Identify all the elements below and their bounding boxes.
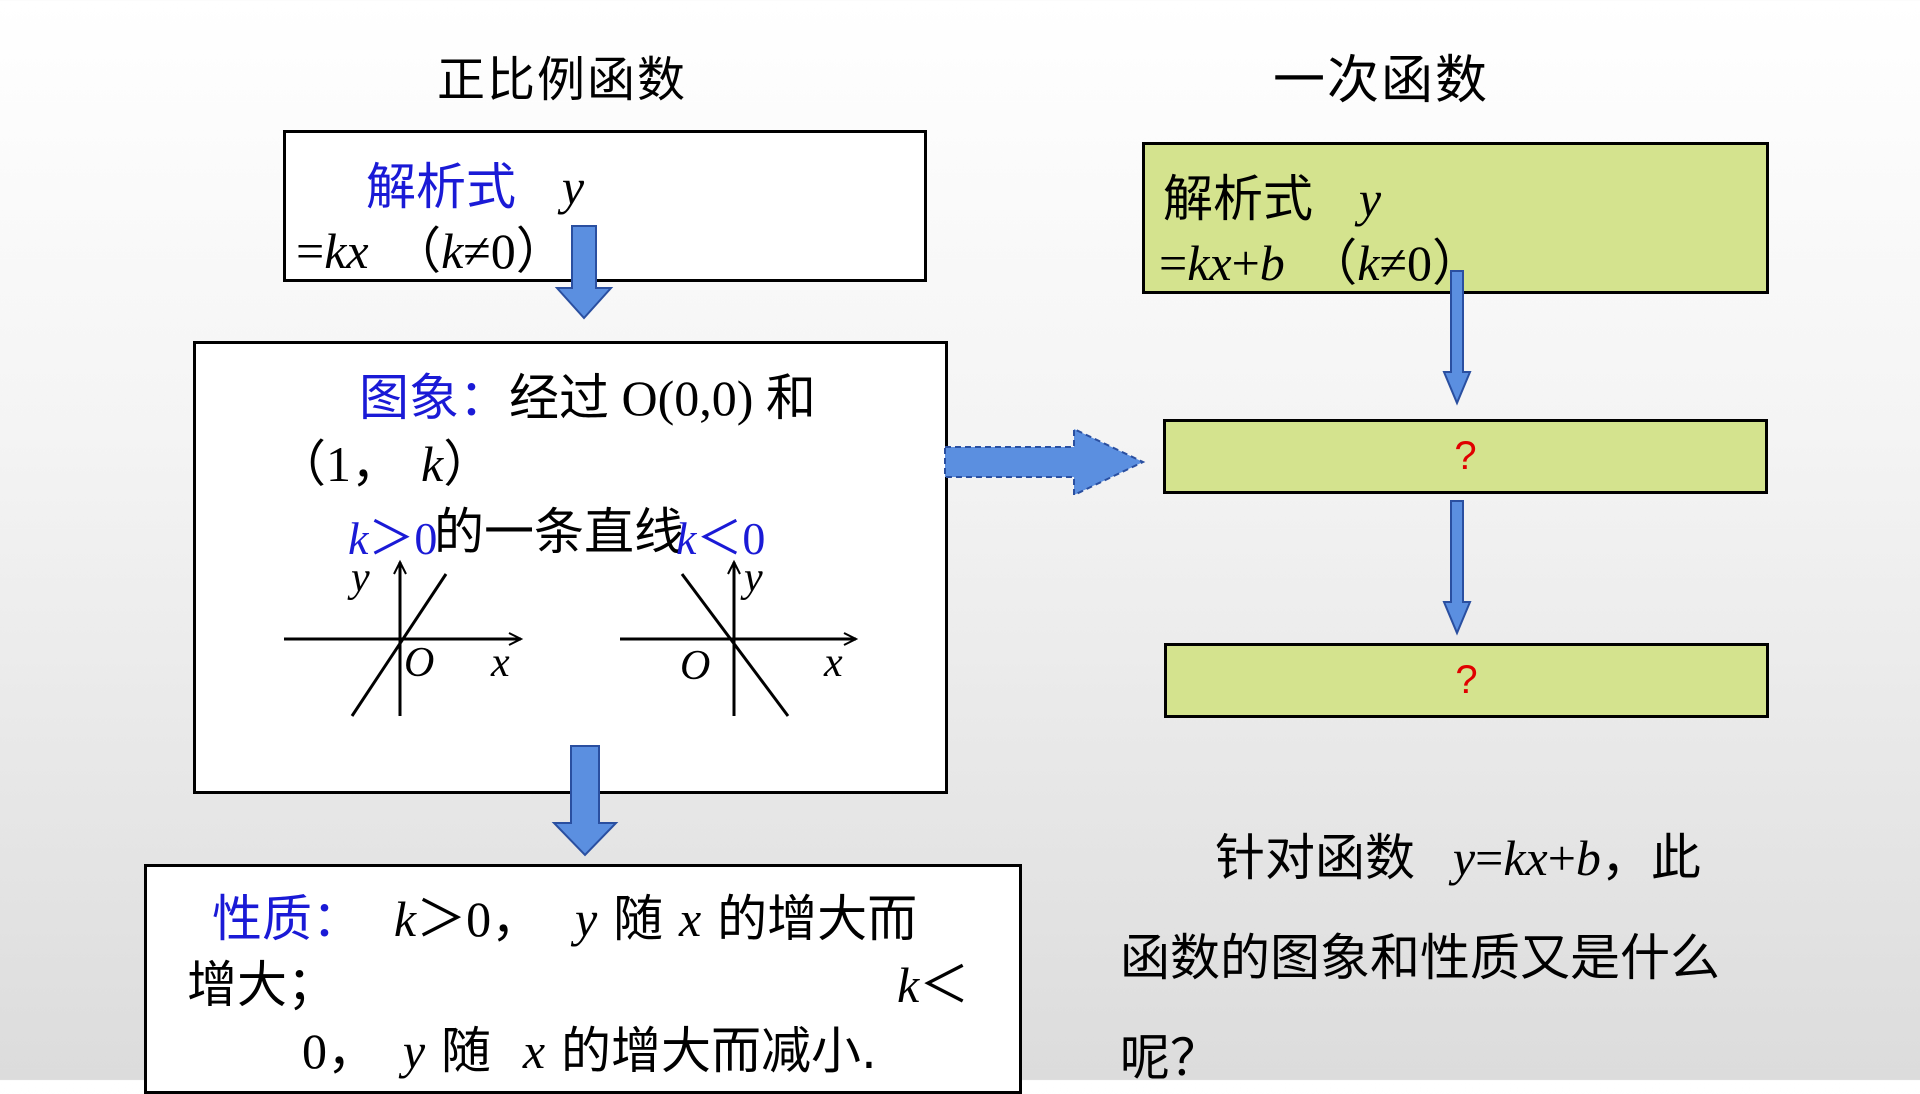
graph1-origin-label: O [404, 640, 435, 686]
right-formula-cond-ne: ≠0 [1379, 235, 1432, 291]
arrow-right-formula-to-graph [1442, 270, 1472, 406]
graph1-y-label: y [351, 555, 370, 601]
formula-var-y: y [561, 159, 585, 215]
graph1-x-label: x [491, 640, 510, 686]
question-l1-rest: ，此 [1600, 829, 1701, 887]
prop-l2-cmp: ＜ [919, 957, 970, 1013]
prop-l2-k: k [897, 957, 920, 1013]
graph-point-close: ） [443, 436, 494, 492]
formula-cond-k: k [441, 223, 464, 279]
right-property-box: ? [1164, 643, 1769, 718]
graph2-x-label: x [824, 640, 843, 686]
pos-cmp: ＞0 [368, 513, 438, 564]
arrow-left-to-right [944, 427, 1146, 497]
arrow-right-graph-to-property [1442, 500, 1472, 636]
graph-point-k: k [421, 436, 444, 492]
right-formula-eq: = [1159, 235, 1188, 291]
property-label: 性质： [212, 890, 362, 948]
prop-l1-y: y [575, 891, 598, 947]
prop-l1-rest: 的增大而 [717, 890, 918, 948]
formula-cond-ne: ≠0 [463, 223, 516, 279]
right-formula-b: b [1259, 235, 1285, 291]
right-formula-cond-open: （ [1307, 235, 1358, 291]
question-l1-y: y [1452, 830, 1476, 886]
question-l1-eq: = [1475, 830, 1504, 886]
pos-k: k [348, 513, 369, 564]
right-formula-box: 解析式 y =kx+b （k≠0） [1142, 142, 1769, 294]
question-l3-a: 呢 [1120, 1029, 1170, 1087]
graph2-y-label: y [744, 555, 763, 601]
neg-cmp: ＜0 [696, 513, 766, 564]
formula-kx: kx [324, 223, 369, 279]
question-l3-q: ？ [1170, 1030, 1220, 1086]
prop-l3-rest: 的增大而减小. [561, 1022, 877, 1080]
right-formula-plus: + [1231, 235, 1260, 291]
formula-cond-open: （ [391, 223, 442, 279]
prop-l3-sui: 随 [441, 1022, 492, 1080]
question-l1-a: 针对函数 [1215, 829, 1415, 887]
right-heading: 一次函数 [1273, 51, 1490, 111]
right-formula-label: 解析式 [1163, 170, 1313, 228]
left-property-box: 性质： k＞0， y 随 x 的增大而 增大； k＜ 0， y 随 x 的增大而… [144, 864, 1022, 1094]
prop-l1-k: k [393, 891, 417, 947]
prop-l1-cmp: ＞0， [416, 891, 542, 947]
prop-l3-x: x [522, 1023, 546, 1079]
graph2-origin-label: O [680, 643, 711, 689]
formula-cond-close: ） [515, 223, 566, 279]
prop-l1-x: x [679, 891, 702, 947]
graph-k-negative [620, 559, 859, 717]
graph-point-open: （1， [276, 436, 401, 492]
left-graph-box: 图象：经过 O(0,0) 和 （1，k） 的一条直线 k＞0 k＜0 y O x… [193, 341, 948, 794]
right-formula-cond-k: k [1357, 235, 1380, 291]
right-formula-kx: kx [1187, 235, 1232, 291]
graph-text2: 的一条直线 [434, 503, 684, 561]
prop-l3-y: y [402, 1023, 426, 1079]
right-property-question-mark: ? [1455, 658, 1478, 702]
prop-l3-zero: 0， [302, 1023, 377, 1079]
left-formula-box: 解析式 y =kx （k≠0） [283, 130, 927, 282]
arrow-graph-to-property [551, 745, 619, 857]
graph-text1: 经过 O(0,0) 和 [509, 370, 816, 426]
question-l2: 函数的图象和性质又是什么 [1120, 929, 1720, 987]
prop-l1-sui: 随 [613, 890, 664, 948]
question-l1-kx: kx [1503, 830, 1548, 886]
question-l1-plus: + [1547, 830, 1576, 886]
right-graph-question-mark: ? [1454, 434, 1477, 478]
prop-l2-a: 增大； [187, 956, 337, 1014]
graph-k-positive [284, 559, 524, 717]
arrow-formula-to-graph [554, 225, 614, 320]
formula-label: 解析式 [366, 158, 516, 216]
graph-label: 图象： [359, 369, 509, 427]
neg-k: k [676, 513, 697, 564]
formula-eq: = [296, 223, 325, 279]
left-heading: 正比例函数 [437, 52, 688, 108]
question-l1-b: b [1575, 830, 1601, 886]
right-graph-box: ? [1163, 419, 1768, 494]
right-formula-var-y: y [1358, 171, 1382, 227]
